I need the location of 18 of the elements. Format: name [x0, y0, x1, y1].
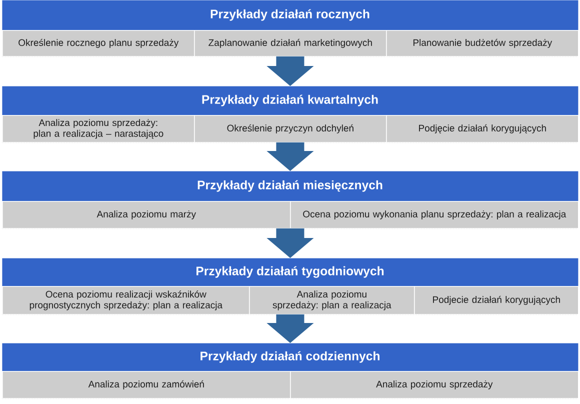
table-cell: Ocena poziomu wykonania planu sprzedaży: plan a realizacja [290, 201, 579, 229]
table-cell: Podjęcie działań korygujących [386, 115, 579, 143]
table-cell: Określenie przyczyn odchyleń [194, 115, 387, 143]
table-cell: Określenie rocznego planu sprzedaży [2, 30, 195, 57]
panel-heading: Przykłady działań miesięcznych [198, 180, 382, 192]
table-cell: Planowanie budżetów sprzedaży [386, 30, 579, 57]
table-cell: Analiza poziomu sprzedaży: plan a realizacja – narastająco [2, 115, 195, 143]
table-cell: Zaplanowanie działań marketingowych [194, 30, 387, 57]
table-cell: Analiza poziomu marży [2, 201, 291, 229]
table-cell: Analiza poziomu zamówień [2, 371, 291, 399]
table-cell: Podjecie działań korygujących [414, 286, 579, 315]
panel-heading: Przykłady działań kwartalnych [202, 94, 378, 106]
panel-heading: Przykłady działań rocznych [210, 9, 370, 21]
table-cell: Analiza poziomu sprzedaży: plan a realizacja [249, 286, 415, 315]
table-cell: Ocena poziomu realizacji wskaźników prognostycznych sprzedaży: plan a realizacja [2, 286, 250, 315]
panel-heading: Przykłady działań codziennych [200, 351, 380, 363]
table-cell: Analiza poziomu sprzedaży [290, 371, 579, 399]
panel-heading: Przykłady działań tygodniowych [196, 266, 384, 278]
